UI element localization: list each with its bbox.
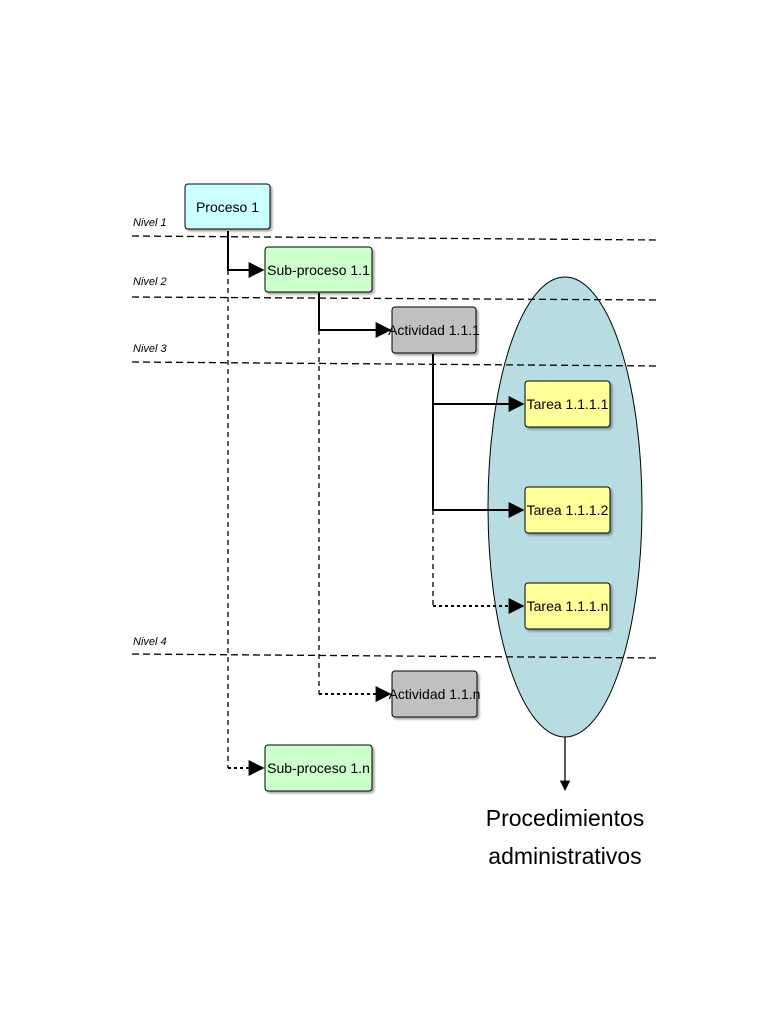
node-actividad-1-1-1-label: Actividad 1.1.1 [388, 322, 480, 338]
level-1-divider [131, 235, 659, 241]
node-subproceso-1-1-label: Sub-proceso 1.1 [267, 262, 370, 278]
caption-line-1: Procedimientos [486, 805, 645, 831]
node-subproceso-1-n: Sub-proceso 1.n [264, 744, 373, 792]
node-tarea-1-1-1-1-label: Tarea 1.1.1.1 [527, 396, 609, 412]
node-tarea-1-1-1-1: Tarea 1.1.1.1 [524, 380, 611, 428]
node-proceso-1: Proceso 1 [184, 183, 271, 230]
node-tarea-1-1-1-n-label: Tarea 1.1.1.n [527, 598, 609, 614]
node-actividad-1-1-n: Actividad 1.1.n [389, 670, 481, 718]
node-actividad-1-1-n-label: Actividad 1.1.n [389, 686, 481, 702]
node-tarea-1-1-1-n: Tarea 1.1.1.n [524, 582, 611, 630]
level-1-label: Nivel 1 [133, 217, 167, 229]
node-tarea-1-1-1-2: Tarea 1.1.1.2 [524, 486, 611, 534]
node-subproceso-1-1: Sub-proceso 1.1 [264, 246, 373, 293]
caption-line-2: administrativos [488, 843, 641, 869]
node-actividad-1-1-1: Actividad 1.1.1 [388, 306, 480, 354]
node-subproceso-1-n-label: Sub-proceso 1.n [267, 760, 370, 776]
node-tarea-1-1-1-2-label: Tarea 1.1.1.2 [527, 502, 609, 518]
level-4-label: Nivel 4 [133, 636, 167, 648]
level-3-label: Nivel 3 [133, 343, 168, 355]
node-proceso-1-label: Proceso 1 [196, 199, 259, 215]
level-2-label: Nivel 2 [133, 276, 167, 288]
